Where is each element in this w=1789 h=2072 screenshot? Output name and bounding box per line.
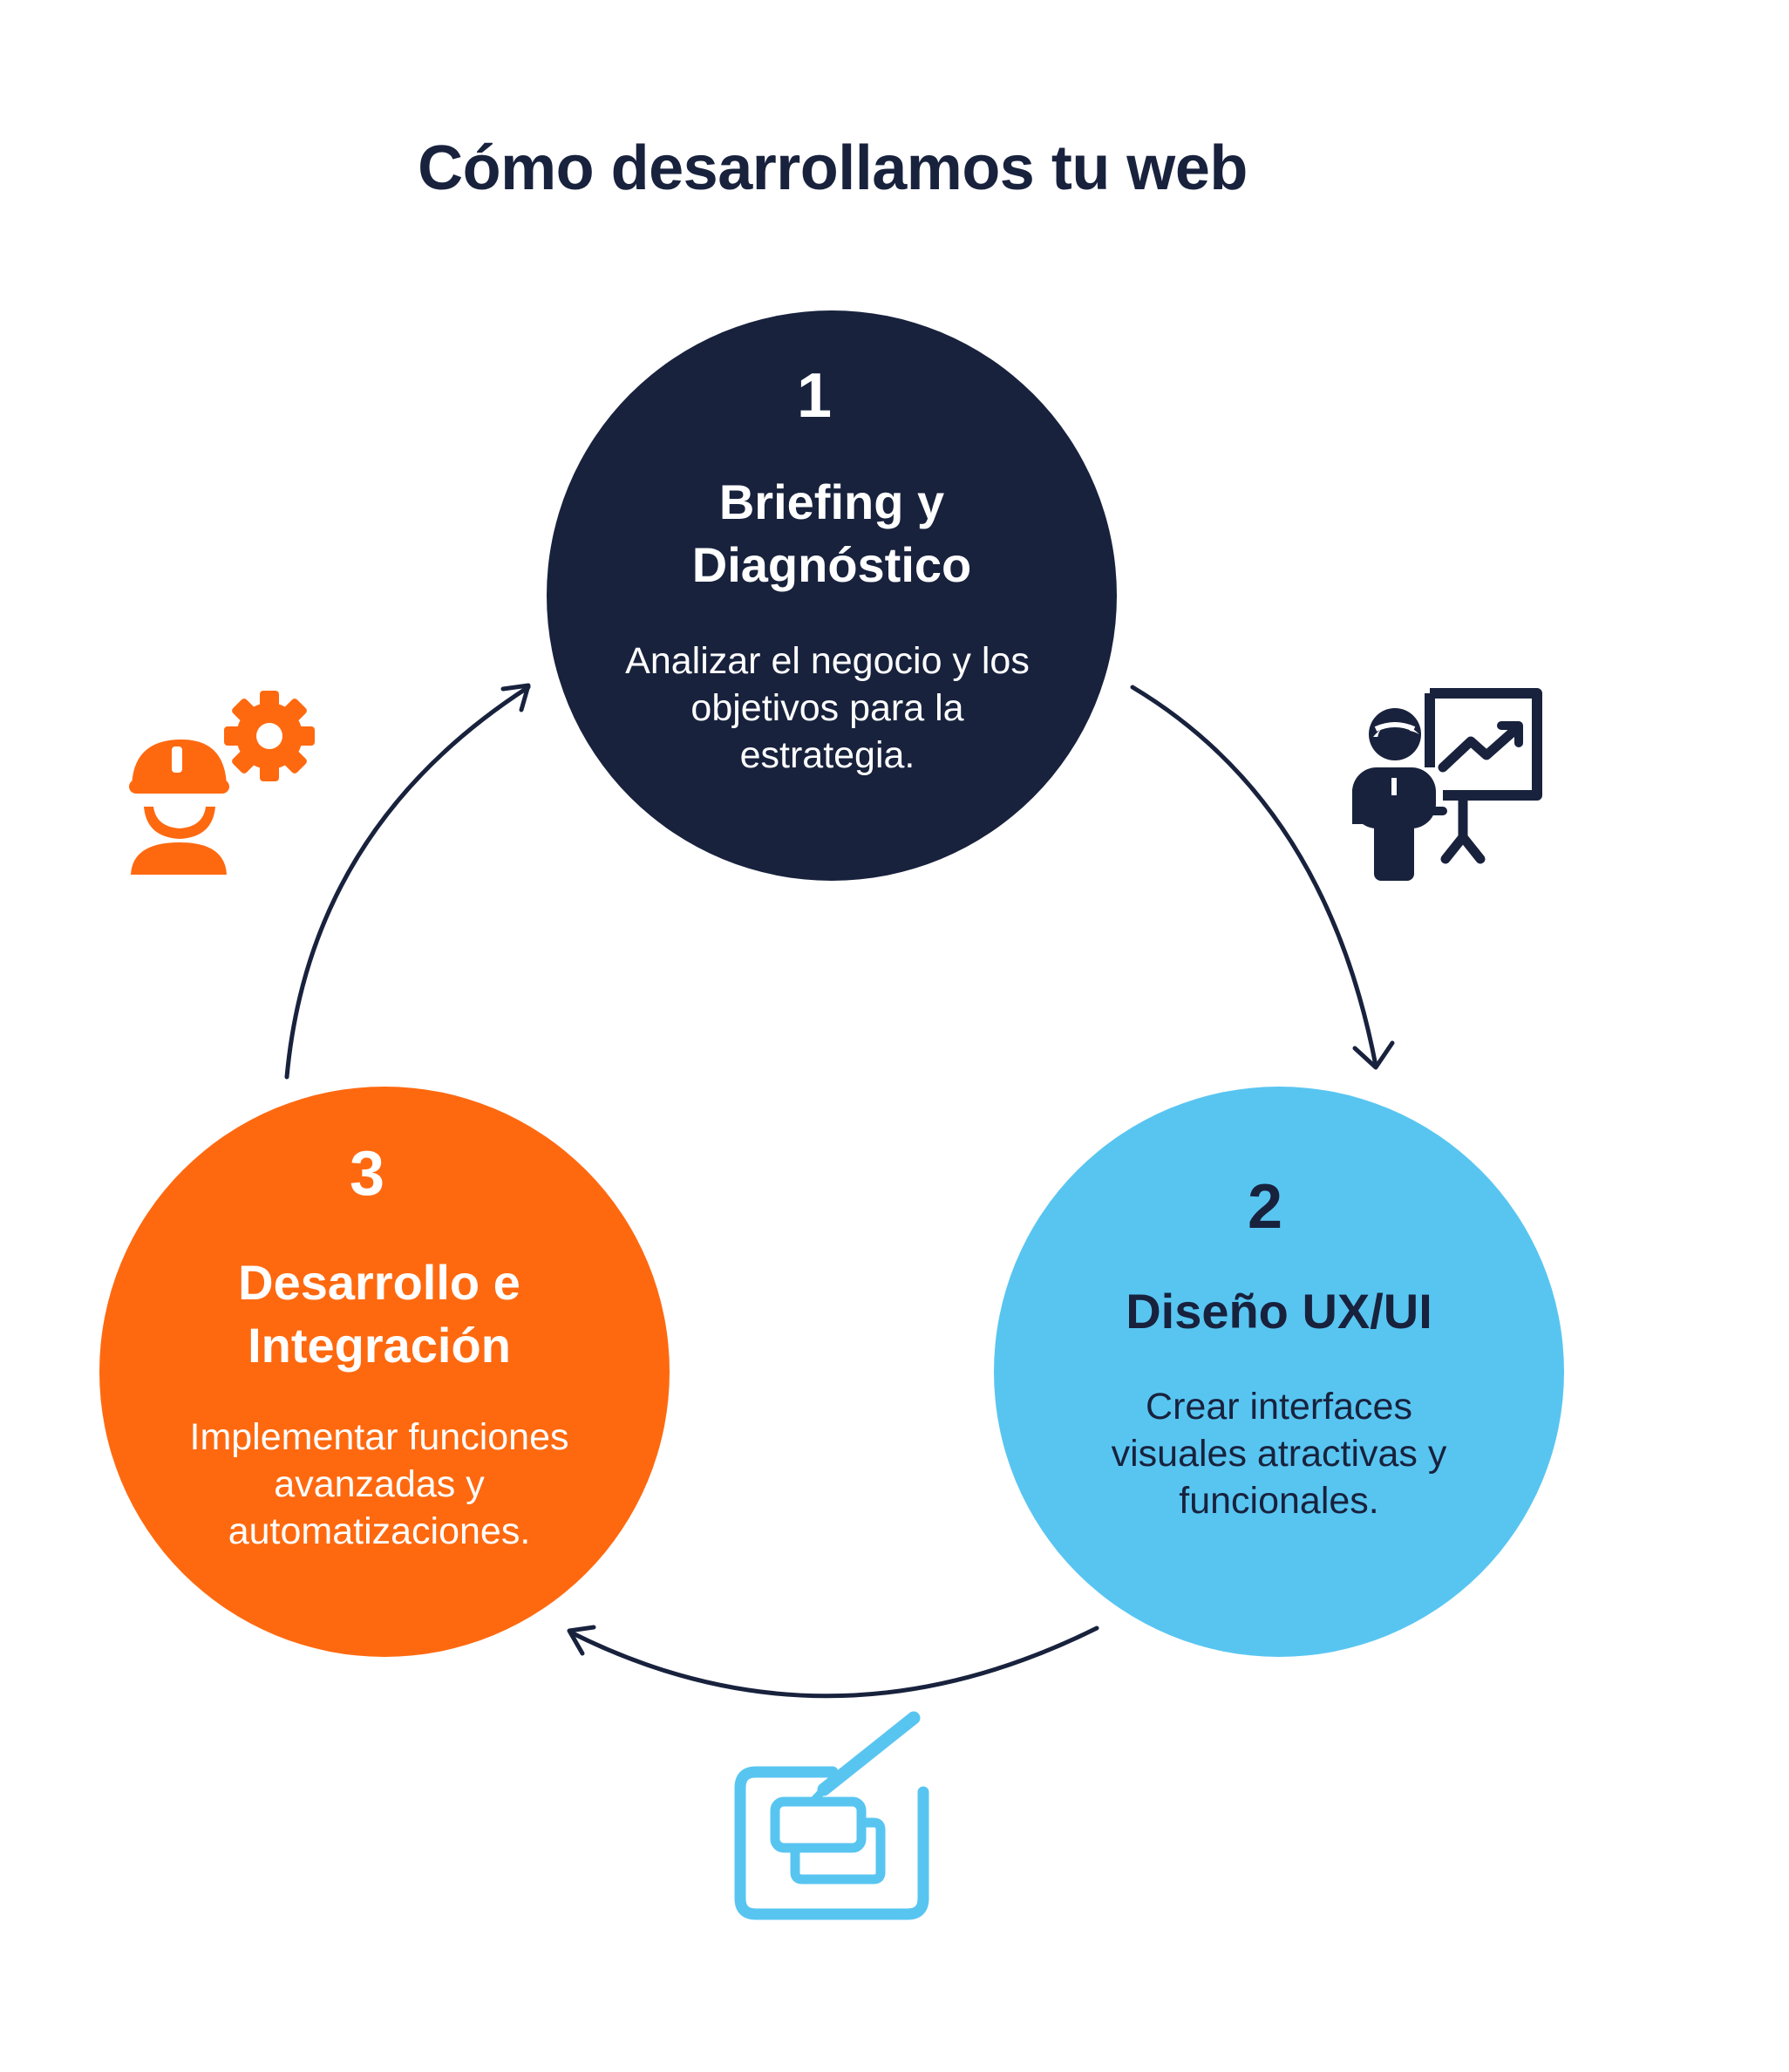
stage-1-title-line: Diagnóstico: [691, 537, 972, 592]
stage-3-description-line: Implementar funciones: [189, 1416, 569, 1458]
stage-2-number: 2: [1247, 1172, 1283, 1242]
stage-1-title-line: Briefing y: [718, 474, 945, 529]
stage-1-description-line: objetivos para la: [690, 687, 964, 729]
arrow-stage3-to-stage1: [284, 683, 531, 1080]
page-title: Cómo desarrollamos tu web: [418, 133, 1248, 203]
stage-1-number: 1: [796, 361, 833, 431]
stage-1-description-line: estrategia.: [739, 734, 915, 776]
arrow-stage1-to-stage2: [1130, 685, 1395, 1070]
stage-2-description: Crear interfaces visuales atractivas y f…: [1046, 1383, 1512, 1524]
design-tablet-pen-icon: [734, 1711, 929, 1920]
stage-3-description-line: avanzadas y: [274, 1463, 485, 1505]
stage-1-description: Analizar el negocio y los objetivos para…: [595, 637, 1060, 779]
stage-2-circle: 2 Diseño UX/UI Crear interfaces visuales…: [994, 1087, 1564, 1657]
stage-2-description-line: Crear interfaces: [1146, 1386, 1412, 1428]
stage-3-title-line: Desarrollo e: [238, 1255, 520, 1310]
engineer-gear-icon: [129, 691, 315, 875]
stage-1-title: Briefing y Diagnóstico: [547, 471, 1117, 596]
stage-2-title-line: Diseño UX/UI: [1126, 1284, 1432, 1339]
stage-2-title: Diseño UX/UI: [994, 1280, 1564, 1343]
arrow-stage2-to-stage3: [567, 1625, 1099, 1699]
stage-3-description: Implementar funciones avanzadas y automa…: [146, 1414, 612, 1555]
stage-3-title-line: Integración: [248, 1318, 511, 1373]
stage-3-number: 3: [349, 1139, 385, 1209]
stage-3-circle: 3 Desarrollo e Integración Implementar f…: [99, 1087, 670, 1657]
stage-3-description-line: automatizaciones.: [228, 1510, 531, 1552]
stage-2-description-line: visuales atractivas y: [1111, 1433, 1447, 1475]
stage-1-circle: 1 Briefing y Diagnóstico Analizar el neg…: [547, 310, 1117, 881]
stage-3-title: Desarrollo e Integración: [94, 1251, 664, 1377]
stage-1-description-line: Analizar el negocio y los: [625, 640, 1030, 682]
presenter-chart-icon: [1352, 688, 1542, 881]
stage-2-description-line: funcionales.: [1179, 1480, 1379, 1522]
